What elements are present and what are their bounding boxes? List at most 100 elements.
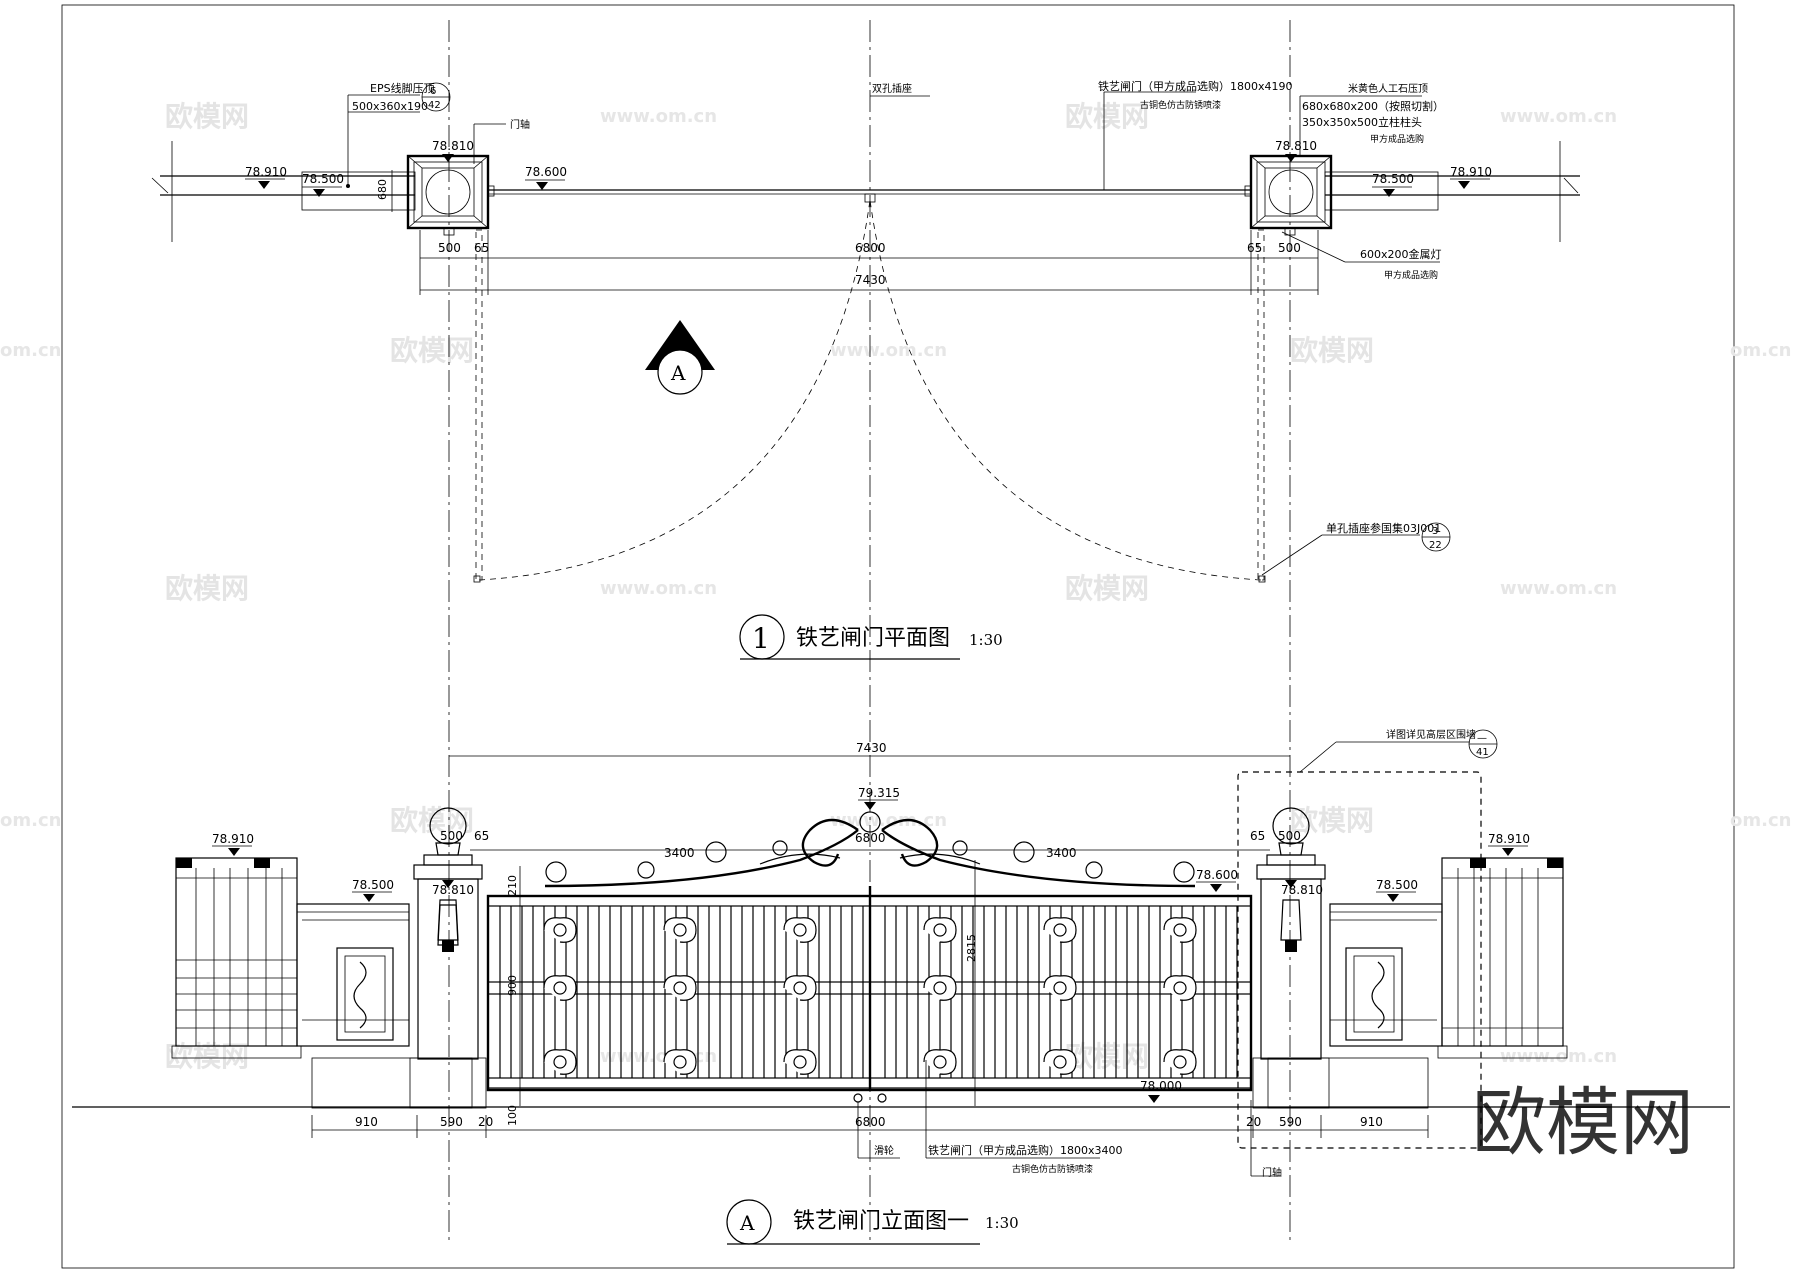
gate-scroll-eye [933, 981, 947, 995]
svg-text:www.om.cn: www.om.cn [600, 1046, 717, 1067]
svg-text:1: 1 [752, 622, 770, 655]
svg-text:78.500: 78.500 [1376, 878, 1418, 892]
svg-text:EPS线脚压顶: EPS线脚压顶 [370, 81, 435, 95]
plan-level-right-pillar: 78.810 [1275, 139, 1317, 162]
svg-text:900: 900 [506, 975, 519, 996]
elev-left-mid-wall [296, 903, 473, 1109]
svg-text:甲方成品选购: 甲方成品选购 [1370, 133, 1424, 145]
svg-text:单孔插座参国集03J001: 单孔插座参国集03J001 [1326, 521, 1441, 535]
elev-level-left-wall: 78.910 [212, 832, 254, 856]
svg-text:欧模网: 欧模网 [1065, 1040, 1149, 1073]
svg-text:41: 41 [1476, 747, 1489, 758]
plan-note-hinge: 门轴 [473, 118, 530, 164]
gate-scroll-eye [673, 981, 687, 995]
plan-note-double-socket: 双孔插座 [870, 82, 930, 97]
svg-text:65: 65 [474, 241, 489, 255]
gate-scroll-eye [1053, 981, 1067, 995]
elev-right-wall [1437, 857, 1568, 1059]
gate-bars [499, 906, 1238, 1078]
plan-level-right-outer: 78.910 [1450, 165, 1492, 189]
svg-text:500: 500 [438, 241, 461, 255]
svg-text:铁艺闸门立面图一: 铁艺闸门立面图一 [793, 1209, 969, 1234]
svg-text:3: 3 [1432, 526, 1438, 537]
svg-text:680x680x200（按照切割）: 680x680x200（按照切割） [1302, 99, 1444, 113]
svg-text:78.600: 78.600 [1196, 868, 1238, 882]
svg-text:欧模网: 欧模网 [1290, 804, 1374, 837]
elev-note-pulley: 滑轮 [857, 1102, 900, 1159]
svg-text:欧模网: 欧模网 [165, 100, 249, 133]
gate-scroll-eye [933, 1055, 947, 1069]
section-marker-a: A [645, 320, 715, 395]
svg-text:78.910: 78.910 [1488, 832, 1530, 846]
svg-text:古铜色仿古防锈喷漆: 古铜色仿古防锈喷漆 [1012, 1163, 1093, 1175]
gate-scroll-eye [673, 1055, 687, 1069]
brand-watermark: 欧模网 [1472, 1080, 1694, 1166]
svg-text:om.cn: om.cn [0, 810, 61, 831]
elev-gate-crest [544, 811, 1196, 888]
elev-note-detail-ref: 详图详见高层区围墙 — 41 [1299, 728, 1498, 773]
elev-level-crest: 79.315 [858, 786, 900, 810]
svg-text:78.500: 78.500 [352, 878, 394, 892]
svg-text:www.om.cn: www.om.cn [1500, 1046, 1617, 1067]
svg-text:欧模网: 欧模网 [165, 572, 249, 605]
elev-level-gate-top: 78.600 [1196, 868, 1238, 892]
elev-left-pillar [409, 807, 487, 1109]
svg-text:门轴: 门轴 [1262, 1166, 1282, 1179]
svg-text:78.500: 78.500 [1372, 172, 1414, 186]
svg-text:欧模网: 欧模网 [1065, 100, 1149, 133]
plan-level-gate: 78.600 [525, 165, 567, 190]
svg-text:om.cn: om.cn [1730, 810, 1791, 831]
svg-text:6800: 6800 [855, 241, 886, 255]
svg-text:门轴: 门轴 [510, 118, 530, 131]
svg-text:www.om.cn: www.om.cn [1500, 578, 1617, 599]
svg-text:1:30: 1:30 [969, 631, 1003, 649]
elev-left-wall [171, 857, 302, 1059]
gate-scroll-eye [1173, 1055, 1187, 1069]
sheet-border [61, 4, 1735, 1269]
svg-text:欧模网: 欧模网 [1290, 334, 1374, 367]
svg-text:www.om.cn: www.om.cn [600, 106, 717, 127]
gate-scroll-eye [1173, 981, 1187, 995]
svg-text:甲方成品选购: 甲方成品选购 [1384, 269, 1438, 281]
svg-text:—: — [1477, 733, 1487, 744]
elev-iron-gate [486, 886, 1253, 1092]
elev-note-gate-spec: 铁艺闸门（甲方成品选购）1800x3400 古铜色仿古防锈喷漆 [925, 1060, 1123, 1175]
svg-text:680: 680 [376, 179, 389, 200]
watermarks: 欧模网 www.om.cn 欧模网 www.om.cn om.cn 欧模网 ww… [0, 100, 1791, 1073]
svg-text:79.315: 79.315 [858, 786, 900, 800]
svg-text:78.910: 78.910 [212, 832, 254, 846]
plan-note-stone: 米黄色人工石压顶 680x680x200（按照切割） 350x350x500立柱… [1299, 82, 1444, 156]
svg-text:590: 590 [440, 1115, 463, 1129]
elev-note-hinge: 门轴 [1250, 1100, 1282, 1179]
svg-text:500: 500 [1278, 829, 1301, 843]
elev-level-left-pillar: 78.810 [432, 880, 474, 897]
plan-note-gate-spec: 铁艺闸门（甲方成品选购）1800x4190 古铜色仿古防锈喷漆 [1098, 79, 1293, 190]
elevation-title: A 铁艺闸门立面图一 1:30 [726, 1199, 1019, 1245]
plan-level-left-inner: 78.500 [302, 172, 344, 197]
svg-text:A: A [739, 1211, 755, 1235]
plan-note-single-socket: 单孔插座参国集03J001 3 22 [1261, 521, 1451, 576]
svg-text:600x200金属灯: 600x200金属灯 [1360, 247, 1442, 261]
elev-level-left-mid: 78.500 [352, 878, 394, 902]
gate-scroll-eye [1053, 923, 1067, 937]
svg-text:铁艺闸门平面图: 铁艺闸门平面图 [796, 626, 950, 651]
svg-text:210: 210 [506, 875, 519, 896]
svg-text:100: 100 [506, 1105, 519, 1126]
svg-text:500x360x190: 500x360x190 [352, 100, 428, 113]
plan-view: 680 500 65 6800 7430 65 500 78.910 78.50… [151, 79, 1580, 660]
gate-scroll-eye [553, 981, 567, 995]
plan-pillar-right [1244, 154, 1333, 236]
svg-text:www.om.cn: www.om.cn [600, 578, 717, 599]
elev-right-pillar [1252, 807, 1330, 1109]
svg-text:78.810: 78.810 [432, 883, 474, 897]
svg-text:www.om.cn: www.om.cn [830, 340, 947, 361]
svg-text:65: 65 [1247, 241, 1262, 255]
svg-text:590: 590 [1279, 1115, 1302, 1129]
svg-text:详图详见高层区围墙: 详图详见高层区围墙 [1386, 728, 1476, 741]
svg-text:910: 910 [1360, 1115, 1383, 1129]
svg-text:欧模网: 欧模网 [390, 804, 474, 837]
plan-title: 1 铁艺闸门平面图 1:30 [739, 614, 1003, 660]
svg-text:78.600: 78.600 [525, 165, 567, 179]
plan-note-lamp: 600x200金属灯 甲方成品选购 [1281, 231, 1442, 281]
